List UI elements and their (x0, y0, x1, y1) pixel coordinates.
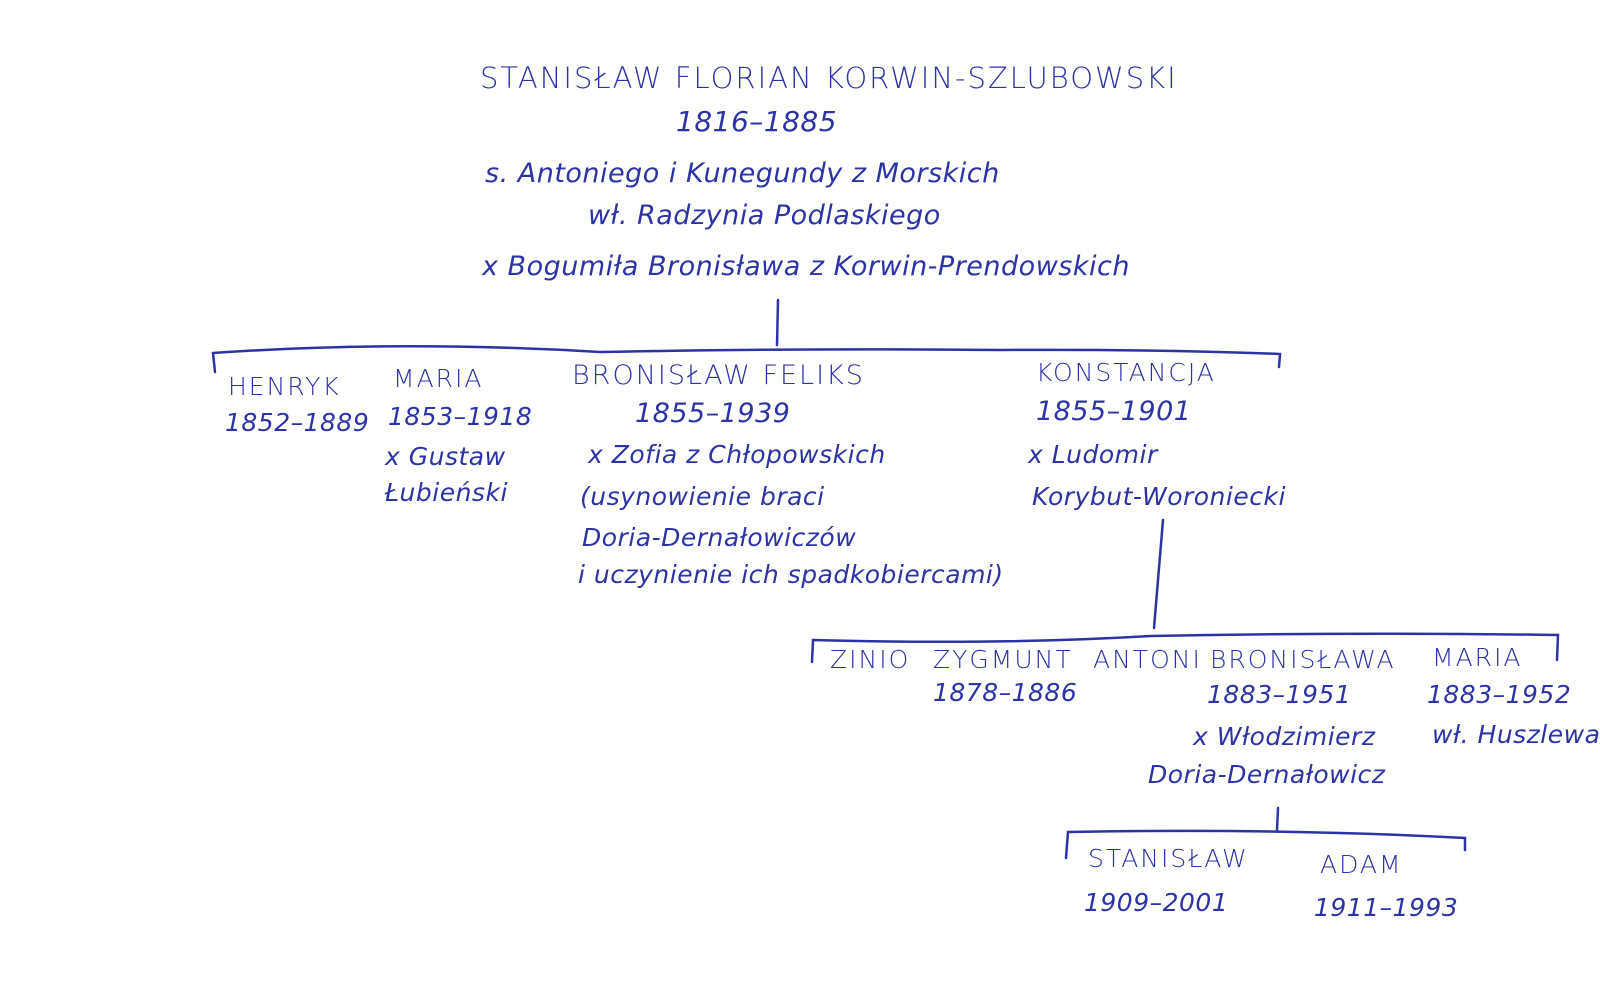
child-years-maria: 1853–1918 (388, 402, 533, 431)
root-stem-line (775, 298, 780, 347)
child-years-henryk: 1852–1889 (225, 408, 370, 437)
grandchild-spouse-bronislawa-surname: Doria-Dernałowicz (1148, 760, 1386, 789)
grandchild-years-bronislawa: 1883–1951 (1207, 680, 1352, 709)
child-name-bronislaw: BRONISŁAW FELIKS (572, 360, 865, 391)
root-spouse: x Bogumiła Bronisława z Korwin-Prendowsk… (482, 251, 1130, 282)
great-grandchildren-bracket-line (1064, 829, 1467, 860)
great-grandchild-years-adam: 1911–1993 (1314, 893, 1459, 922)
root-estate: wł. Radzynia Podlaskiego (588, 200, 941, 231)
grandchild-name-maria: MARIA (1432, 643, 1523, 672)
child-note-bronislaw-3: i uczynienie ich spadkobiercami) (578, 560, 1004, 589)
great-grandchild-name-adam: ADAM (1320, 850, 1403, 879)
child-spouse-bronislaw: x Zofia z Chłopowskich (588, 440, 886, 469)
root-name: STANISŁAW FLORIAN KORWIN-SZLUBOWSKI (480, 61, 1178, 95)
child-spouse-maria-surname: Łubieński (385, 478, 508, 507)
child-spouse-konstancja: x Ludomir (1028, 440, 1158, 469)
child-note-bronislaw-1: (usynowienie braci (580, 482, 825, 511)
child-spouse-konstancja-surname: Korybut-Woroniecki (1032, 482, 1286, 511)
child-note-bronislaw-2: Doria-Dernałowiczów (582, 523, 857, 552)
great-grandchild-years-stanislaw: 1909–2001 (1084, 888, 1229, 917)
grandchildren-bracket-line (810, 632, 1560, 664)
children-bracket-line (211, 345, 1282, 374)
grandchild-name-zygmunt: ZYGMUNT (933, 645, 1073, 674)
grandchild-spouse-bronislawa: x Włodzimierz (1193, 722, 1376, 751)
child-name-maria: MARIA (393, 364, 484, 393)
grandchild-years-maria: 1883–1952 (1427, 680, 1572, 709)
grandchild-years-zygmunt: 1878–1886 (933, 678, 1078, 707)
child-years-konstancja: 1855–1901 (1036, 396, 1192, 427)
grandchild-note-maria: wł. Huszlewa (1432, 720, 1600, 749)
child-years-bronislaw: 1855–1939 (635, 398, 791, 429)
konstancja-stem-line (1152, 518, 1165, 630)
root-years: 1816–1885 (676, 105, 838, 138)
child-name-henryk: HENRYK (228, 372, 341, 401)
bronislawa-stem-line (1275, 806, 1280, 832)
grandchild-name-antoni: ANTONI (1093, 645, 1202, 674)
grandchild-name-bronislawa: BRONISŁAWA (1210, 645, 1396, 674)
great-grandchild-name-stanislaw: STANISŁAW (1088, 844, 1249, 873)
root-parents: s. Antoniego i Kunegundy z Morskich (485, 158, 1000, 189)
child-spouse-maria: x Gustaw (385, 442, 506, 471)
child-name-konstancja: KONSTANCJA (1036, 358, 1216, 387)
grandchild-name-zinio: ZINIO (830, 645, 911, 674)
